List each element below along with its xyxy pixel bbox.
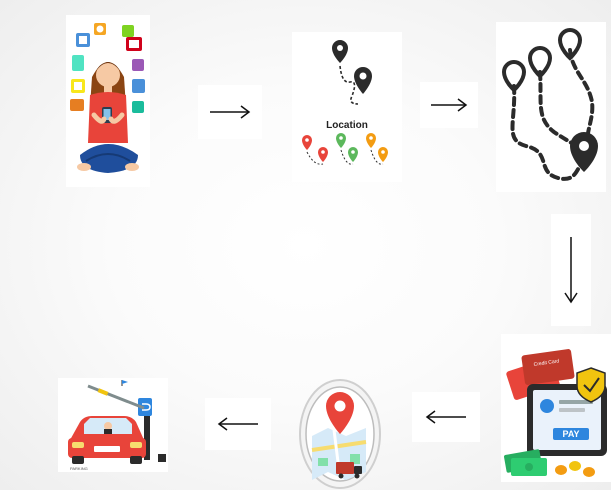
flow-arrow-left-2 — [205, 398, 271, 450]
step-navigation — [298, 370, 382, 490]
step-route-map — [496, 22, 606, 192]
arrow-right-icon — [431, 98, 468, 112]
pay-button-label: PAY — [562, 429, 579, 439]
map-navigation-delivery-icon — [299, 379, 381, 489]
step-user-phone — [66, 15, 150, 187]
location-pins-icon: Location — [302, 40, 388, 165]
flow-arrow-left-1 — [412, 392, 480, 442]
step-payment: Credit Card PAY — [501, 334, 611, 482]
flow-arrow-down — [551, 214, 591, 326]
route-path-map-icon — [501, 28, 598, 181]
location-label: Location — [326, 120, 368, 131]
flow-arrow-right-1 — [198, 85, 262, 139]
flow-arrow-right-2 — [420, 82, 478, 128]
arrow-left-icon — [425, 410, 466, 424]
parking-sign-label: PARKING — [70, 466, 88, 471]
arrow-right-icon — [210, 105, 251, 119]
online-payment-icon: Credit Card PAY — [504, 349, 607, 477]
car-parking-icon: PARKING — [68, 380, 166, 471]
arrow-down-icon — [564, 237, 578, 304]
card-label: Credit Card — [533, 358, 559, 368]
step-parking: PARKING — [58, 378, 168, 472]
arrow-left-icon — [217, 417, 258, 431]
woman-with-smartphone-apps-icon — [70, 23, 145, 173]
step-location-select: Location — [292, 32, 402, 182]
